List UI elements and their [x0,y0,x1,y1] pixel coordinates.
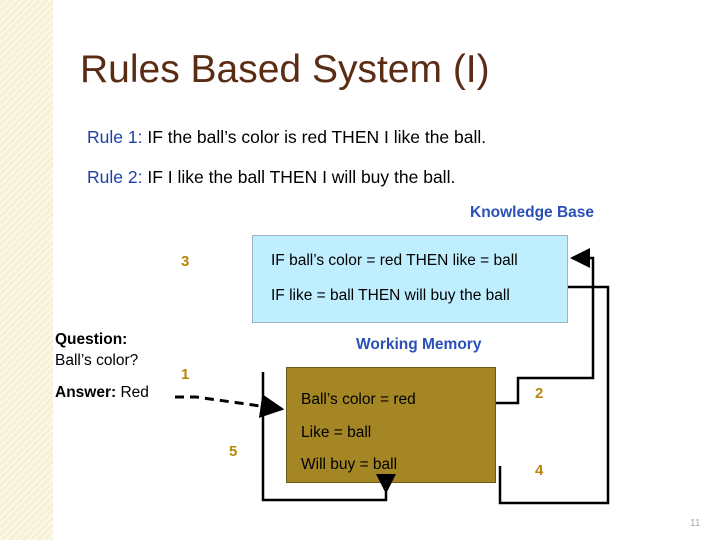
slide-title: Rules Based System (I) [80,48,490,91]
working-memory-fact-3: Will buy = ball [301,456,398,473]
rule-2-text: IF I like the ball THEN I will buy the b… [147,167,456,187]
knowledge-base-rule-2: IF like = ball THEN will buy the ball [271,287,510,304]
answer: Answer: Red [55,384,149,402]
question-label: Question: [55,331,128,348]
rule-1-label: Rule 1: [87,127,143,147]
step-4-number: 4 [535,462,544,479]
page-number: 11 [690,518,701,529]
working-memory-fact-2: Like = ball [301,424,372,441]
step-5-number: 5 [229,443,238,460]
step-2-number: 2 [535,385,544,402]
rule-1-text: IF the ball’s color is red THEN I like t… [147,127,487,147]
arrow-memory-to-kb-rule-1 [496,248,595,405]
answer-label: Answer: [55,384,117,401]
working-memory-fact-1: Ball’s color = red [301,391,416,408]
rule-2: Rule 2: IF I like the ball THEN I will b… [87,167,455,188]
arrow-memory-to-question [261,372,396,502]
rule-2-label: Rule 2: [87,167,143,187]
arrow-answer-to-memory [175,394,285,418]
answer-text: Red [120,384,149,401]
step-1-number: 1 [181,366,190,383]
step-3-number: 3 [181,253,190,270]
knowledge-base-box [252,235,568,323]
question-text: Ball’s color? [55,352,139,369]
rule-1: Rule 1: IF the ball’s color is red THEN … [87,127,486,148]
arrow-kb-rule-2-to-memory [498,285,610,505]
working-memory-label: Working Memory [356,336,482,353]
knowledge-base-label: Knowledge Base [470,204,595,221]
knowledge-base-rule-1: IF ball’s color = red THEN like = ball [271,252,518,269]
decorative-sidebar-stripe [0,0,53,540]
